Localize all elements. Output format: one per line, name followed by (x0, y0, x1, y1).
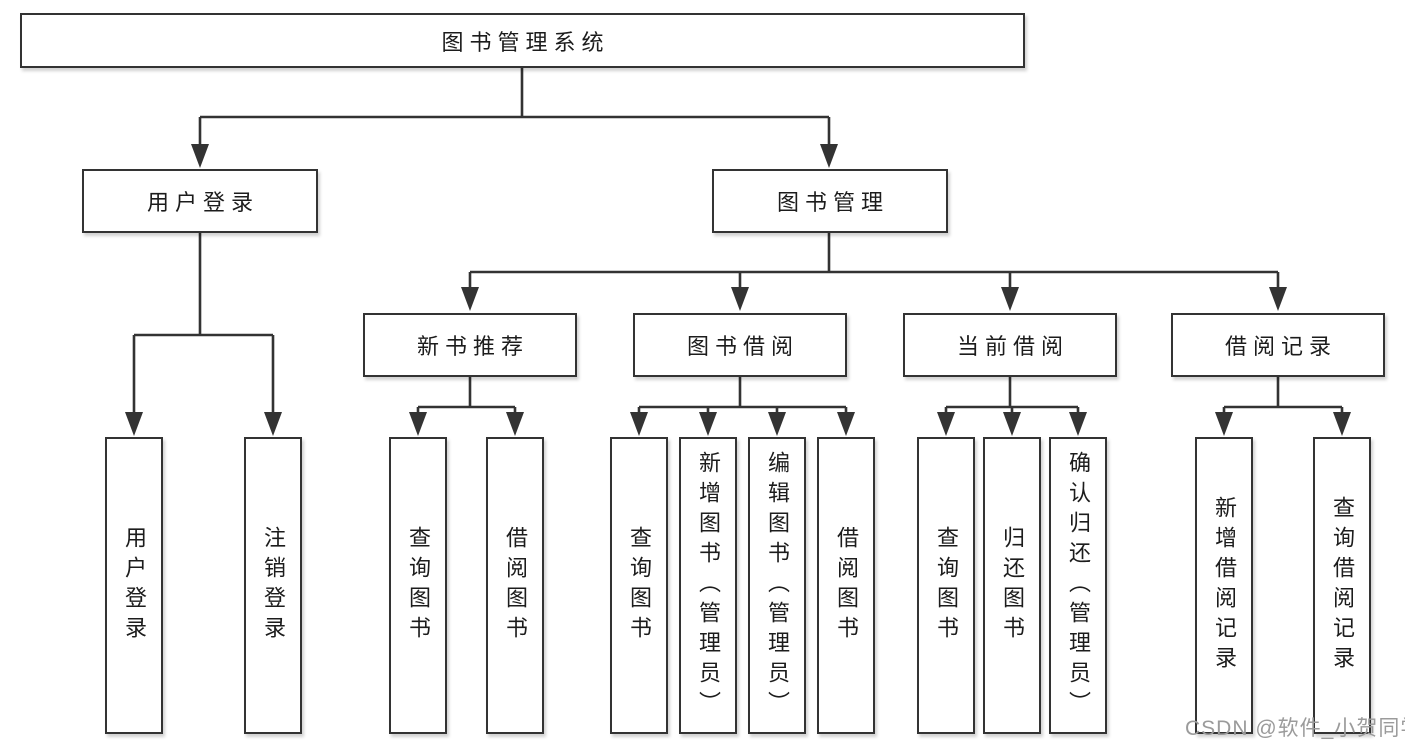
node-new-book-recommend: 新书推荐 (363, 313, 577, 377)
node-library-management-system: 图书管理系统 (20, 13, 1025, 68)
node-leaf-borrow-books-recommend: 借阅图书 (486, 437, 544, 734)
node-borrow-records: 借阅记录 (1171, 313, 1385, 377)
node-book-management: 图书管理 (712, 169, 948, 233)
node-leaf-user-login: 用户登录 (105, 437, 163, 734)
csdn-watermark: CSDN @软件_小贺同学 (1185, 717, 1405, 740)
node-leaf-query-borrow-record: 查询借阅记录 (1313, 437, 1371, 734)
node-leaf-edit-book-admin: 编辑图书（管理员） (748, 437, 806, 734)
node-book-borrow: 图书借阅 (633, 313, 847, 377)
node-leaf-borrow-books: 借阅图书 (817, 437, 875, 734)
node-leaf-add-book-admin: 新增图书（管理员） (679, 437, 737, 734)
node-leaf-confirm-return-admin: 确认归还（管理员） (1049, 437, 1107, 734)
node-current-borrow: 当前借阅 (903, 313, 1117, 377)
node-leaf-query-books-recommend: 查询图书 (389, 437, 447, 734)
node-leaf-logout: 注销登录 (244, 437, 302, 734)
node-leaf-add-borrow-record: 新增借阅记录 (1195, 437, 1253, 734)
node-user-login: 用户登录 (82, 169, 318, 233)
node-leaf-return-book: 归还图书 (983, 437, 1041, 734)
node-leaf-query-books-borrow: 查询图书 (610, 437, 668, 734)
node-leaf-query-books-current: 查询图书 (917, 437, 975, 734)
